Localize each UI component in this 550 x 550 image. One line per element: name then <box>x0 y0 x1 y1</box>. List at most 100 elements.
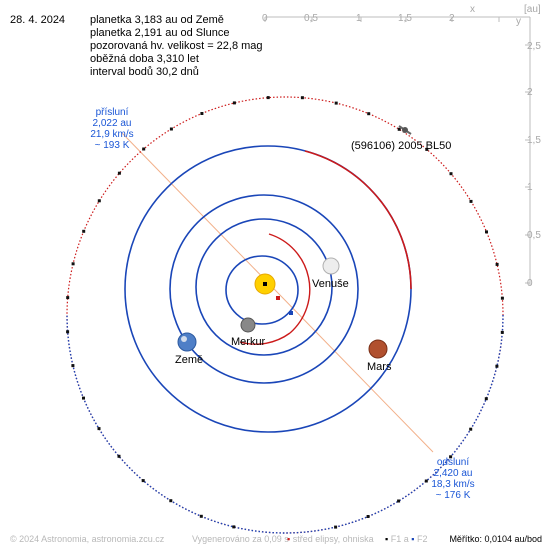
perihelion-title: přísluní <box>95 107 129 118</box>
asteroid-name-label: (596106) 2005 BL50 <box>351 140 452 152</box>
asteroid-position-dot <box>266 96 270 100</box>
asteroid-position-dot <box>141 479 145 483</box>
earth-orbit <box>169 194 359 384</box>
asteroid-position-dot <box>449 455 453 459</box>
asteroid-position-dot <box>232 101 236 105</box>
asteroid-position-dot <box>142 147 146 151</box>
asteroid-position-markers <box>66 96 504 529</box>
mars-planet-icon <box>368 339 388 359</box>
asteroid-position-dot <box>500 296 504 300</box>
asteroid-position-dot <box>169 499 173 503</box>
y-tick-0: 0 <box>527 278 533 289</box>
asteroid-position-dot <box>82 229 86 233</box>
x-tick-2: 2 <box>449 13 455 24</box>
y-axis-label: y <box>516 16 521 27</box>
asteroid-position-dot <box>367 112 371 116</box>
asteroid-position-dot <box>469 199 473 203</box>
mars-orbit-north-arc <box>304 150 412 290</box>
asteroid-position-dot <box>469 427 473 431</box>
aphelion-distance: 2,420 au <box>433 468 473 479</box>
asteroid-orbit-south <box>66 314 504 534</box>
y-tick-1-5: 1,5 <box>527 135 541 146</box>
legend-f2-marker: ▪ <box>411 534 415 544</box>
inner-red-arc <box>239 332 291 345</box>
y-tick-2: 2 <box>527 87 533 98</box>
legend-center-item: ▪ střed elipsy, ohniska <box>287 534 374 544</box>
ellipse-center-marker <box>276 296 280 300</box>
perihelion-annotation: přísluní 2,022 au 21,9 km/s ~ 193 K <box>80 107 144 151</box>
info-line-distance-earth: planetka 3,183 au od Země <box>90 14 224 26</box>
asteroid-position-dot <box>71 262 75 266</box>
asteroid-position-dot <box>397 127 401 131</box>
asteroid-position-dot <box>232 525 236 529</box>
aphelion-annotation: odsluní 2,420 au 18,3 km/s ~ 176 K <box>421 457 485 501</box>
apsis-line <box>121 132 434 453</box>
asteroid-position-dot <box>300 96 304 100</box>
aphelion-temperature: ~ 176 K <box>435 490 471 501</box>
asteroid-position-dot <box>66 296 70 300</box>
scale-text: Měřítko: 0,0104 au/bod <box>449 534 542 544</box>
asteroid-position-dot <box>117 171 121 175</box>
mercury-planet-icon <box>240 317 256 333</box>
earth-cloud-detail <box>181 336 187 342</box>
asteroid-position-dot <box>97 199 101 203</box>
asteroid-position-dot <box>117 454 121 458</box>
asteroid-position-dot <box>199 514 203 518</box>
x-tick-1: 1 <box>356 13 362 24</box>
mercury-perihelion-arc <box>268 233 311 334</box>
asteroid-position-dot <box>366 515 370 518</box>
perihelion-speed: 21,9 km/s <box>90 129 134 140</box>
focus-f2-marker <box>289 311 293 315</box>
asteroid-position-dot <box>495 364 499 368</box>
asteroid-position-dot <box>71 364 75 368</box>
axis-unit-label: [au] <box>524 4 541 15</box>
asteroid-position-dot <box>334 525 338 529</box>
venus-label: Venuše <box>312 278 349 290</box>
asteroid-position-dot <box>66 330 70 334</box>
legend-f1-item: ▪ F1 a ▪ F2 <box>385 534 427 544</box>
y-tick-0-5: 0,5 <box>527 230 541 241</box>
asteroid-position-dot <box>200 112 204 115</box>
date-label: 28. 4. 2024 <box>10 14 66 26</box>
x-tick-0: 0 <box>262 13 268 24</box>
info-line-magnitude: pozorovaná hv. velikost = 22,8 mag <box>90 40 263 52</box>
x-axis-label: x <box>470 4 475 15</box>
asteroid-position-dot <box>485 230 488 234</box>
info-line-distance-sun: planetka 2,191 au od Slunce <box>90 27 230 39</box>
legend-f1-marker: ▪ <box>385 534 389 544</box>
asteroid-position-dot <box>82 396 85 400</box>
perihelion-distance: 2,022 au <box>92 118 132 129</box>
venus-orbit <box>195 218 333 356</box>
mars-label: Mars <box>367 361 392 373</box>
asteroid-position-dot <box>484 397 488 401</box>
mercury-label: Merkur <box>231 336 266 348</box>
legend-center-text: střed elipsy, ohniska <box>292 534 374 544</box>
asteroid-position-dot <box>97 427 101 431</box>
y-tick-1: 1 <box>527 182 533 193</box>
asteroid-position-dot <box>424 479 428 483</box>
aphelion-title: odsluní <box>436 457 470 468</box>
x-tick-1-5: 1,5 <box>398 13 412 24</box>
legend-center-marker: ▪ <box>287 534 291 544</box>
legend-f2-text: F2 <box>416 534 428 544</box>
x-tick-0-5: 0,5 <box>304 13 318 24</box>
sun-focus-marker <box>263 282 267 286</box>
aphelion-speed: 18,3 km/s <box>431 479 475 490</box>
venus-planet-icon <box>322 257 340 275</box>
perihelion-temperature: ~ 193 K <box>94 140 130 151</box>
legend-f1-text: F1 a <box>390 534 409 544</box>
info-line-period: oběžná doba 3,310 let <box>90 53 199 65</box>
earth-planet-icon <box>177 332 197 352</box>
info-line-point-interval: interval bodů 30,2 dnů <box>90 66 199 78</box>
asteroid-position-dot <box>495 262 499 266</box>
copyright-text: © 2024 Astronomia, astronomia.zcu.cz <box>10 534 165 544</box>
asteroid-position-dot <box>169 127 173 131</box>
asteroid-position-dot <box>449 172 453 176</box>
asteroid-current-position <box>402 127 408 133</box>
x-axis-ticks <box>264 17 500 22</box>
asteroid-position-dot <box>500 330 504 334</box>
y-axis-ticks <box>525 44 530 284</box>
asteroid-position-dot <box>334 101 338 105</box>
